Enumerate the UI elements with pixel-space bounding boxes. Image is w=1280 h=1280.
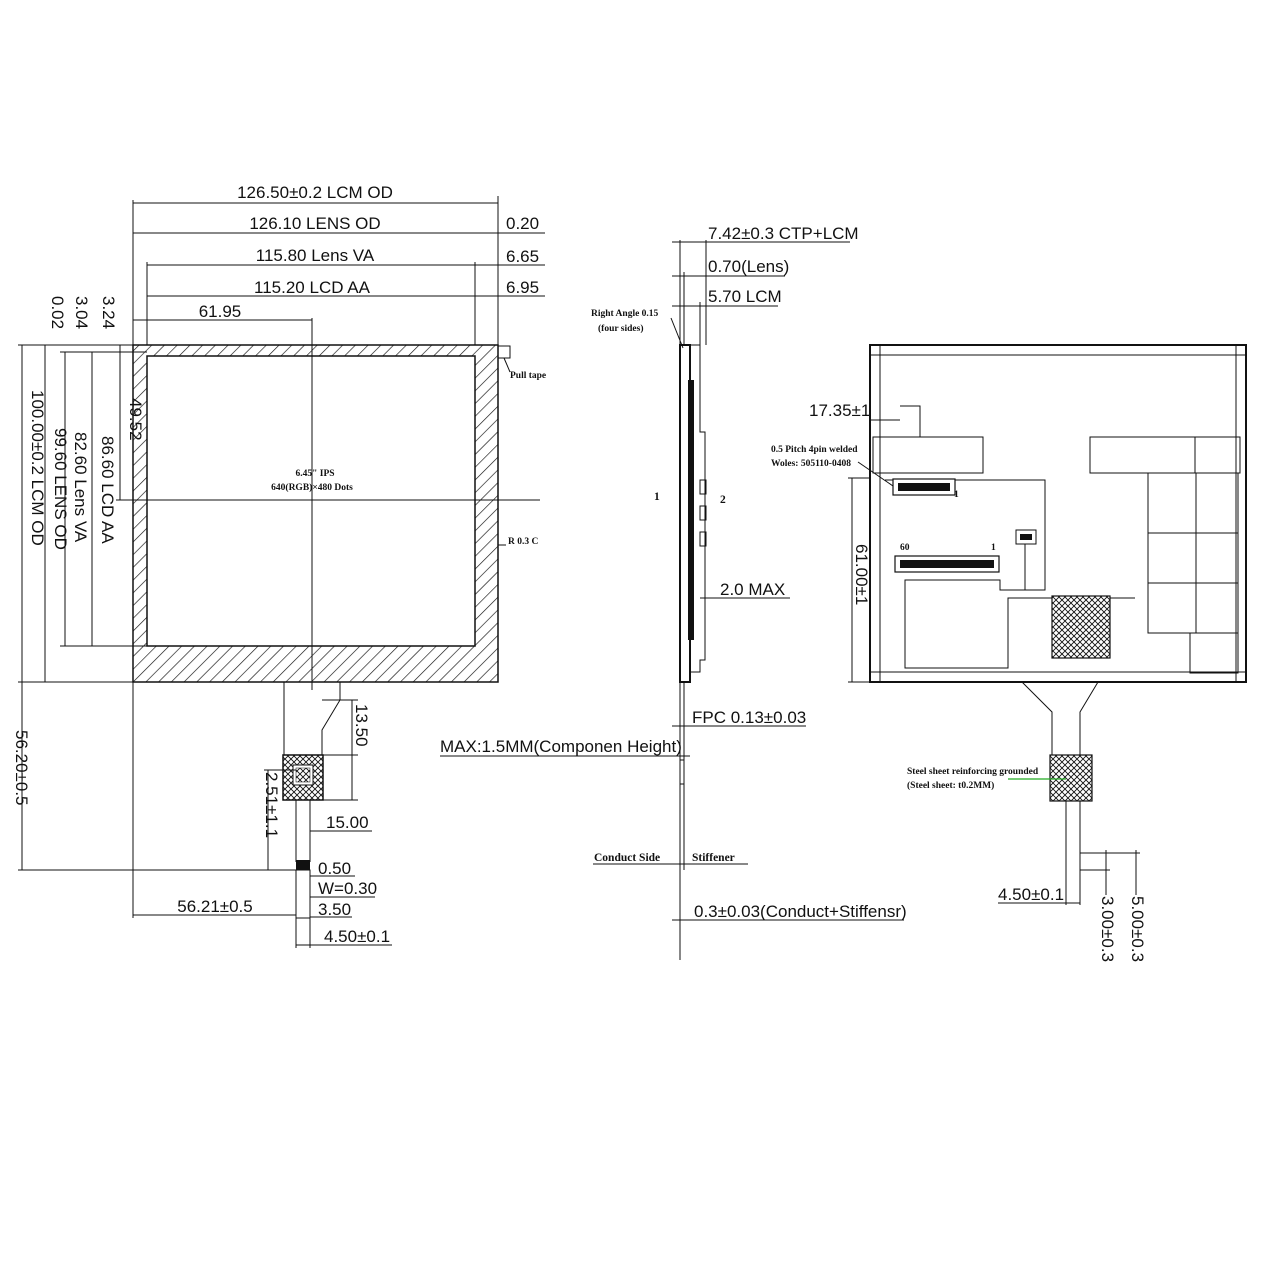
right-angle-label: Right Angle 0.15 bbox=[591, 309, 659, 319]
dim-lens-od-height: 99.60 LENS OD bbox=[51, 428, 70, 550]
right-angle-sides: (four sides) bbox=[598, 323, 643, 334]
dim-fpc-length: 56.20±0.5 bbox=[12, 730, 31, 806]
dim-lens-va-offset: 6.65 bbox=[506, 247, 539, 266]
dim-offset-324: 3.24 bbox=[99, 296, 118, 329]
dim-fpc-w: W=0.30 bbox=[318, 879, 377, 898]
pin-label-60: 60 bbox=[900, 543, 910, 553]
dim-fpc-450: 4.50±0.1 bbox=[324, 927, 390, 946]
steel-sheet bbox=[1049, 754, 1093, 802]
dim-lcd-aa-width: 115.20 LCD AA bbox=[254, 278, 371, 297]
dim-fpc-position: 56.21±0.5 bbox=[177, 897, 253, 916]
dim-back-1735: 17.35±1 bbox=[809, 401, 870, 420]
ic-crosshatch bbox=[1051, 595, 1111, 659]
dim-lens-thickness: 0.70(Lens) bbox=[708, 257, 789, 276]
dim-conduct-stiffener: 0.3±0.03(Conduct+Stiffensr) bbox=[694, 902, 907, 921]
dim-offset-002: 0.02 bbox=[48, 296, 67, 329]
dim-total-thickness: 7.42±0.3 CTP+LCM bbox=[708, 224, 859, 243]
dim-lcm-od-height: 100.00±0.2 LCM OD bbox=[28, 390, 47, 546]
dim-fpc-050: 0.50 bbox=[318, 859, 351, 878]
dim-fpc-1500: 15.00 bbox=[326, 813, 369, 832]
conduct-side-label: Conduct Side bbox=[594, 852, 660, 864]
dim-lens-va-width: 115.80 Lens VA bbox=[256, 246, 375, 265]
dim-fpc-1350: 13.50 bbox=[352, 704, 371, 747]
dim-lens-od-offset: 0.20 bbox=[506, 214, 539, 233]
dim-lens-va-height: 82.60 Lens VA bbox=[71, 432, 90, 543]
dim-max-20: 2.0 MAX bbox=[720, 580, 785, 599]
dim-offset-304: 3.04 bbox=[72, 296, 91, 329]
pull-tape-label: Pull tape bbox=[510, 371, 546, 381]
back-view: 17.35±1 0.5 Pitch 4pin welded Woles: 505… bbox=[771, 344, 1247, 962]
dim-fpc-thickness: FPC 0.13±0.03 bbox=[692, 708, 806, 727]
dim-back-450: 4.50±0.1 bbox=[998, 885, 1064, 904]
panel-spec-line1: 6.45" IPS bbox=[295, 469, 334, 479]
dim-lcd-aa-offset: 6.95 bbox=[506, 278, 539, 297]
steel-label-2: (Steel sheet: t0.2MM) bbox=[907, 780, 994, 791]
stiffener-label: Stiffener bbox=[692, 852, 735, 864]
dim-lcd-aa-height: 86.60 LCD AA bbox=[98, 436, 117, 544]
dim-fpc-251: 2.51±1.1 bbox=[262, 772, 281, 838]
dim-center-x: 61.95 bbox=[199, 302, 242, 321]
dim-lcm-od-width: 126.50±0.2 LCM OD bbox=[237, 183, 393, 202]
panel-spec-line2: 640(RGB)×480 Dots bbox=[271, 482, 353, 493]
dim-lens-od-width: 126.10 LENS OD bbox=[249, 214, 380, 233]
pin-label-1b: 1 bbox=[954, 490, 959, 500]
dim-back-6100: 61.00±1 bbox=[852, 544, 871, 605]
steel-label-1: Steel sheet reinforcing grounded bbox=[907, 767, 1039, 777]
pin-label-1a: 1 bbox=[991, 543, 996, 553]
front-view: 6.45" IPS 640(RGB)×480 Dots Pull tape R … bbox=[12, 183, 546, 948]
active-area bbox=[146, 355, 476, 647]
corner-radius-label: R 0.3 C bbox=[508, 537, 538, 547]
side-view: 7.42±0.3 CTP+LCM 0.70(Lens) 5.70 LCM Rig… bbox=[440, 224, 907, 960]
side-label-2: 2 bbox=[720, 494, 726, 506]
side-label-1: 1 bbox=[654, 491, 660, 503]
connector-label-2: Woles: 505110-0408 bbox=[771, 459, 851, 469]
dim-center-y: 49.52 bbox=[126, 398, 145, 441]
dim-lcm-thickness: 5.70 LCM bbox=[708, 287, 782, 306]
dim-back-500: 5.00±0.3 bbox=[1128, 896, 1147, 962]
dim-fpc-350: 3.50 bbox=[318, 900, 351, 919]
dim-back-300: 3.00±0.3 bbox=[1098, 896, 1117, 962]
connector-label-1: 0.5 Pitch 4pin welded bbox=[771, 445, 858, 455]
dim-component-height: MAX:1.5MM(Componen Height) bbox=[440, 737, 682, 756]
